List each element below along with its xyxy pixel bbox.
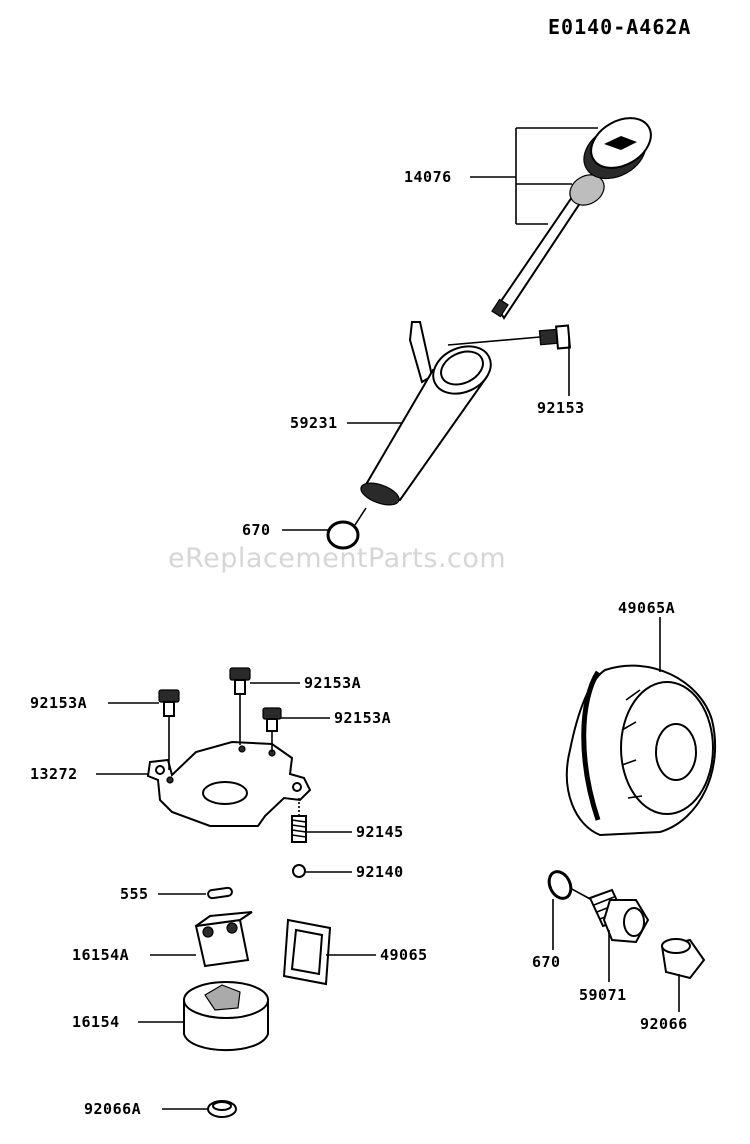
label-49065A[interactable]: 49065A: [618, 599, 675, 617]
label-59071[interactable]: 59071: [579, 986, 627, 1004]
washer-92066A-part[interactable]: [207, 1100, 237, 1118]
rotor-16154-part[interactable]: [183, 981, 269, 1052]
label-16154A[interactable]: 16154A: [72, 946, 129, 964]
label-49065[interactable]: 49065: [380, 946, 428, 964]
diagram-code: E0140-A462A: [548, 15, 691, 39]
filler-tube-part[interactable]: [358, 321, 498, 509]
bolt-92153-part[interactable]: [447, 324, 572, 350]
label-92153[interactable]: 92153: [537, 399, 585, 417]
label-555[interactable]: 555: [120, 885, 149, 903]
bolt-92153A-left-part[interactable]: [158, 689, 180, 770]
label-92153A-left[interactable]: 92153A: [30, 694, 87, 712]
label-14076[interactable]: 14076: [404, 168, 452, 186]
o-ring-670-top-part[interactable]: [326, 507, 367, 550]
label-670-top[interactable]: 670: [242, 521, 271, 539]
label-59231[interactable]: 59231: [290, 414, 338, 432]
label-92145[interactable]: 92145: [356, 823, 404, 841]
plug-92066-part[interactable]: [660, 938, 706, 980]
label-92066A[interactable]: 92066A: [84, 1100, 141, 1118]
o-ring-670-low-part[interactable]: [545, 868, 593, 902]
spring-92145-part[interactable]: [291, 798, 307, 843]
leader-14076: [470, 127, 598, 225]
label-92153A-center[interactable]: 92153A: [304, 674, 361, 692]
label-13272[interactable]: 13272: [30, 765, 78, 783]
ball-92140-part[interactable]: [292, 864, 306, 878]
bolt-92153A-right-part[interactable]: [262, 707, 282, 752]
oil-filter-part[interactable]: [565, 664, 717, 837]
label-670-low[interactable]: 670: [532, 953, 561, 971]
pin-555-part[interactable]: [207, 886, 233, 900]
bracket-13272-part[interactable]: [146, 740, 312, 827]
label-92066[interactable]: 92066: [640, 1015, 688, 1033]
plug-59071-part[interactable]: [588, 888, 650, 944]
dipstick-part[interactable]: [491, 108, 660, 320]
rotor-16154A-part[interactable]: [194, 911, 253, 968]
gasket-49065-part[interactable]: [282, 918, 332, 986]
bolt-92153A-center-part[interactable]: [229, 667, 251, 745]
label-16154[interactable]: 16154: [72, 1013, 120, 1031]
label-92153A-right[interactable]: 92153A: [334, 709, 391, 727]
label-92140[interactable]: 92140: [356, 863, 404, 881]
